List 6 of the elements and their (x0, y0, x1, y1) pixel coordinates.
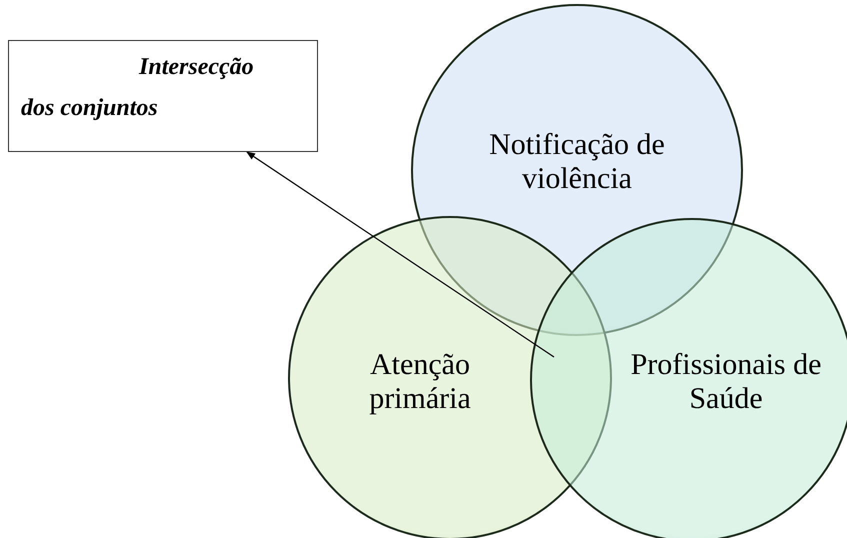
note-box (8, 40, 318, 152)
leader-arrow (246, 152, 554, 358)
set-label: Atenção primária (368, 348, 472, 416)
set-label: Notificação de violência (488, 128, 666, 196)
set-label: Profissionais de Saúde (630, 348, 822, 416)
note-text: Intersecção dos conjuntos (21, 53, 255, 123)
